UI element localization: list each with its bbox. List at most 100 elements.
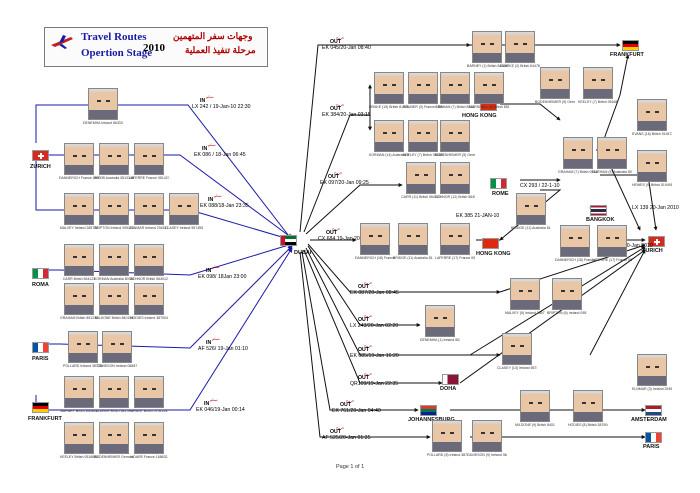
face-eye (578, 237, 582, 239)
flight-code: EK 046/19-Jan 00:14 (196, 407, 245, 413)
face-eye (655, 366, 659, 368)
outbound-route-line (307, 245, 421, 327)
title-year: 2010 (143, 42, 165, 54)
suspect-caption: KORMAN Australia 803456 (94, 277, 134, 281)
face-eye (519, 290, 523, 292)
title-line-1: Travel Routes (81, 31, 147, 43)
face-eye (558, 79, 562, 81)
flight-label-ek385: EK 385 21-JAN-10 (456, 213, 499, 219)
suspect-caption: BRIPTON (6) Ireland 095126 (547, 311, 587, 315)
suspect-photo (637, 150, 667, 182)
suspect-photo (64, 283, 94, 315)
flight-code: AF 525/20-Jan 01:35 (322, 435, 371, 441)
suspect-caption: LAFERRE (17) France 051427 (435, 256, 475, 260)
flight-arabic: خروج (364, 372, 373, 376)
suspect-photo (516, 193, 546, 225)
suspect-photo (583, 67, 613, 99)
flight-direction: OUT (358, 317, 369, 323)
flag-paris_r (645, 432, 662, 443)
face-eye (523, 43, 527, 45)
suspect-photo (64, 193, 94, 225)
face-eye (572, 149, 576, 151)
face-eye (152, 295, 156, 297)
page-footer: Page 1 of 1 (336, 464, 365, 470)
flight-code: CX 684 19-Jan 20:40 (318, 236, 368, 242)
flight-direction: OUT (330, 39, 341, 45)
face-eye (449, 235, 453, 237)
face-eye (152, 388, 156, 390)
suspect-caption: MILDONE Britsh 840156 (94, 316, 134, 320)
suspect-caption: BODENHEIMER German 74651 (94, 455, 134, 459)
flight-arabic: خروج (332, 227, 341, 231)
face-eye (108, 155, 112, 157)
suspect-caption: POLLARD (8) Ireland 387794 (427, 453, 467, 457)
suspect-caption: MALVEY (5) Ireland 285778 (505, 311, 545, 315)
suspect-photo (134, 193, 164, 225)
face-eye (117, 155, 121, 157)
suspect-caption: GRANT Britsh 0704153 (130, 409, 168, 413)
flag-amsterdam (645, 405, 662, 416)
flight-arabic: خروج (364, 281, 373, 285)
suspect-caption: CARR Britsh 564123 (62, 277, 96, 281)
suspect-photo (64, 422, 94, 454)
face-eye (606, 237, 610, 239)
suspect-caption: BODENHEIMER (5) German 74651 (535, 100, 575, 104)
flight-arabic: خروج (336, 426, 345, 430)
face-eye (549, 79, 553, 81)
suspect-caption: KEELEY Britsh 0516898 (59, 455, 99, 459)
face-eye (443, 317, 447, 319)
flight-direction: OUT (330, 106, 341, 112)
suspect-photo (637, 354, 667, 386)
suspect-photo (408, 120, 438, 152)
face-eye (187, 205, 191, 207)
face-eye (117, 295, 121, 297)
city-label-doha: DOHA (440, 386, 457, 392)
flag-frankfurt_r (622, 40, 639, 51)
face-eye (178, 205, 182, 207)
suspect-caption: DURHAM (5) Australia 803456 (592, 170, 632, 174)
face-eye (392, 84, 396, 86)
city-label-roma: ROMA (32, 282, 49, 288)
face-eye (82, 256, 86, 258)
suspect-caption: DANNERICH (18) France 169025 (355, 256, 395, 260)
face-eye (449, 84, 453, 86)
city-label-amsterdam: AMSTERDAM (631, 417, 667, 423)
face-eye (417, 84, 421, 86)
face-eye (570, 290, 574, 292)
face-eye (483, 84, 487, 86)
flight-arabic: تسلم (206, 95, 214, 99)
flight-direction: IN (206, 268, 212, 274)
face-eye (569, 237, 573, 239)
suspect-caption: DRAKE (19) Britsh 817417 (369, 105, 409, 109)
face-eye (73, 388, 77, 390)
flight-label-cx293: CX 293 / 22-1-10 (520, 183, 560, 189)
city-label-johannesburg: JOHANNESBURG (408, 417, 455, 423)
suspect-photo (502, 333, 532, 365)
face-eye (117, 205, 121, 207)
face-eye (538, 402, 542, 404)
face-eye (97, 100, 101, 102)
flight-direction: IN (204, 401, 210, 407)
face-eye (655, 111, 659, 113)
suspect-photo (64, 143, 94, 175)
suspect-caption: CARR (11) Britsh 564123 (401, 195, 441, 199)
flight-code: LX 139 20-Jan 2010 (632, 205, 679, 211)
suspect-photo (440, 223, 470, 255)
city-label-hongkong2: HONG KONG (476, 251, 511, 257)
suspect-caption: BRIDGE (11) Australia 813145 (393, 256, 433, 260)
flag-frankfurt_l (32, 402, 49, 413)
suspect-caption: CLARKE (2) Britsh 644780 (500, 64, 540, 68)
city-label-rome: ROME (492, 191, 509, 197)
suspect-photo (88, 88, 118, 120)
face-eye (143, 256, 147, 258)
city-label-paris_l: PARIS (32, 356, 49, 362)
suspect-photo (408, 72, 438, 104)
suspect-photo (472, 420, 502, 452)
city-label-zurich_r: ZURICH (642, 248, 663, 254)
flight-code: CX 293 / 22-1-10 (520, 183, 560, 189)
